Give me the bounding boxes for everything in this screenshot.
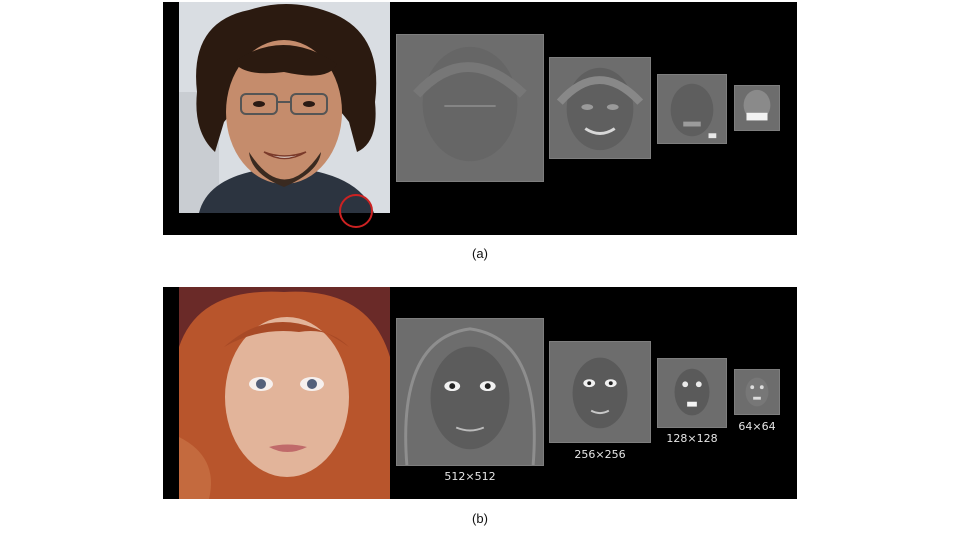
frequency-map-a-128	[657, 74, 727, 144]
face-photo-b	[179, 287, 390, 499]
frequency-map-a-512	[396, 34, 544, 182]
panel-a-caption: (a)	[472, 246, 488, 261]
frequency-map-b-512	[396, 318, 544, 466]
frequency-map-a-256	[549, 57, 651, 159]
resolution-label-512: 512×512	[444, 470, 496, 483]
face-photo-a	[179, 2, 390, 213]
resolution-label-64: 64×64	[738, 420, 776, 433]
highlight-circle	[339, 194, 373, 228]
panel-b-caption: (b)	[472, 511, 488, 526]
figure-panel-b: 512×512 256×256 128×128 64×64	[163, 287, 797, 499]
frequency-map-a-64	[734, 85, 780, 131]
frequency-map-b-256	[549, 341, 651, 443]
resolution-label-256: 256×256	[574, 448, 626, 461]
figure-panel-a	[163, 2, 797, 235]
resolution-label-128: 128×128	[666, 432, 718, 445]
frequency-map-b-64	[734, 369, 780, 415]
frequency-map-b-128	[657, 358, 727, 428]
